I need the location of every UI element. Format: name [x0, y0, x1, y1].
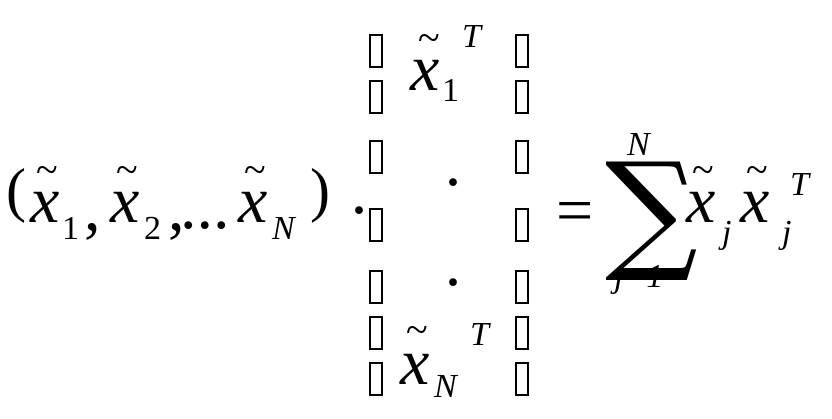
x-col-N: x: [400, 326, 430, 399]
tilde-2: ~: [116, 147, 138, 192]
comma-1: ,: [84, 172, 101, 245]
bracket-right-7: [515, 362, 529, 396]
sub-N-row: N: [272, 210, 295, 247]
tilde-col-1: ~: [418, 15, 440, 60]
tilde-sum-2: ~: [746, 147, 768, 192]
bracket-left-4: [369, 208, 383, 242]
tilde-N: ~: [244, 147, 266, 192]
sup-T-col-1: T: [462, 18, 481, 55]
bracket-left-6: [369, 316, 383, 350]
bracket-right-3: [515, 140, 529, 174]
sum-lower-limit: j=1: [614, 258, 664, 295]
sub-j-1: j: [722, 214, 732, 251]
sub-1: 1: [62, 210, 79, 247]
close-paren: ): [310, 157, 330, 223]
bracket-left-1: [369, 34, 383, 68]
vdot-2: ·: [442, 246, 464, 319]
tilde-col-N: ~: [406, 307, 428, 352]
sum-upper-limit: N: [627, 126, 650, 163]
dot-operator: ·: [348, 174, 370, 247]
sigma-symbol: ∑: [605, 134, 698, 286]
bracket-left-5: [369, 270, 383, 304]
bracket-left-2: [369, 80, 383, 114]
sup-T-sum: T: [790, 166, 809, 203]
sup-T-col-N: T: [470, 316, 489, 353]
tilde-sum-1: ~: [692, 147, 714, 192]
x-2: x: [110, 164, 140, 237]
ellipsis: ...: [180, 170, 230, 243]
bracket-right-4: [515, 208, 529, 242]
x-sum-1: x: [686, 164, 716, 237]
bracket-right-5: [515, 270, 529, 304]
bracket-right-6: [515, 316, 529, 350]
x-sum-2: x: [740, 164, 770, 237]
equals-sign: =: [556, 174, 594, 247]
comma-2: ,: [168, 172, 185, 245]
x-col-1: x: [410, 32, 440, 105]
bracket-left-3: [369, 140, 383, 174]
bracket-right-2: [515, 80, 529, 114]
vdot-1: ·: [442, 146, 464, 219]
bracket-right-1: [515, 34, 529, 68]
sub-col-N: N: [434, 368, 457, 405]
sub-j-2: j: [782, 214, 792, 251]
sub-2: 2: [144, 210, 161, 247]
bracket-left-7: [369, 362, 383, 396]
x-1: x: [30, 164, 60, 237]
open-paren: (: [6, 157, 26, 223]
sub-col-1: 1: [442, 72, 459, 109]
tilde-1: ~: [36, 147, 58, 192]
x-N: x: [238, 164, 268, 237]
